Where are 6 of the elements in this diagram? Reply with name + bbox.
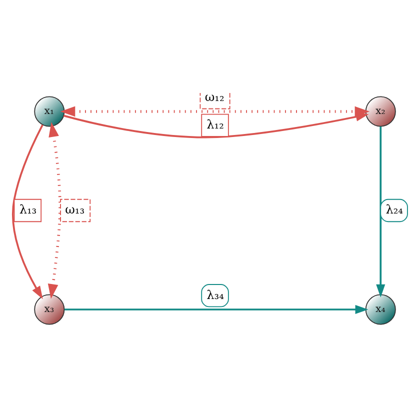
edge-label: λ₁₃ (19, 202, 37, 216)
edge-label: λ₁₂ (206, 117, 224, 132)
edge-label: λ₂₄ (386, 202, 403, 216)
edge-label: λ₃₄ (206, 287, 224, 302)
edge-label: ω₁₂ (204, 89, 224, 104)
edge-label: ω₁₃ (65, 202, 85, 216)
